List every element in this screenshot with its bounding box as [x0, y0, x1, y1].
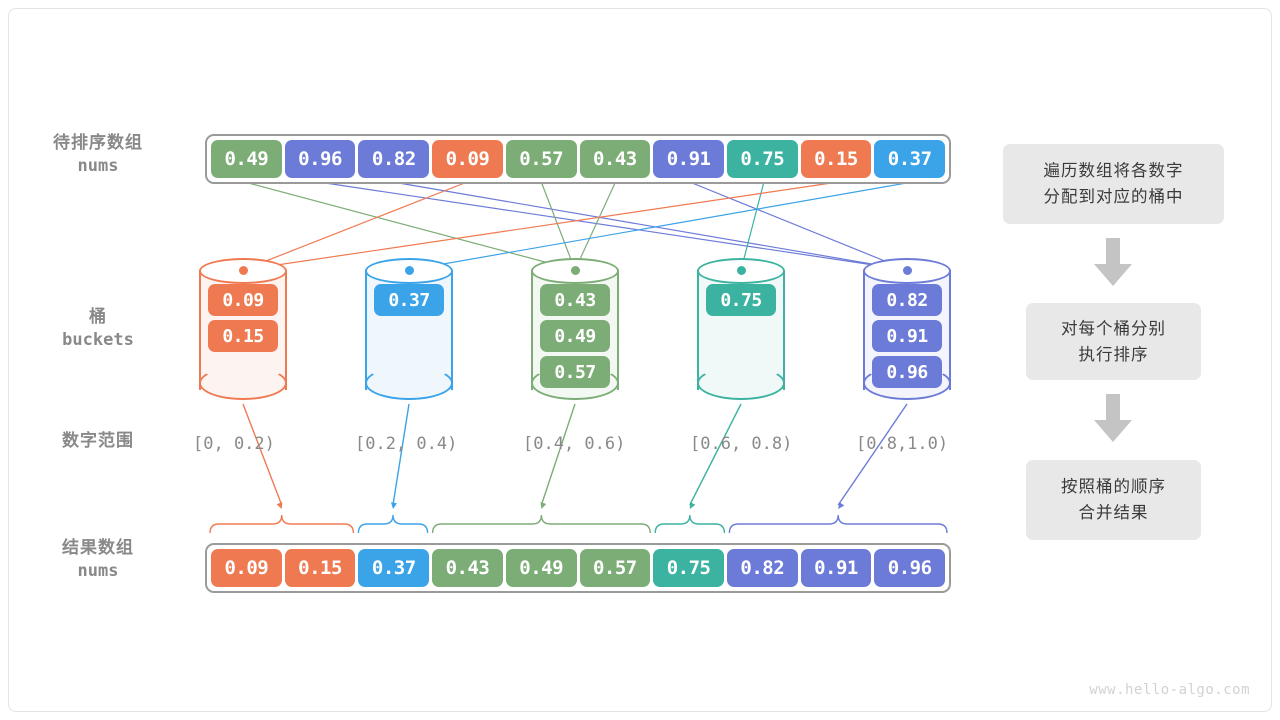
bucket-cell: 0.49 [540, 320, 610, 352]
label-source-array-en: nums [77, 155, 119, 176]
bucket-anchor-dot [570, 266, 580, 275]
label-source-array-cn: 待排序数组 [53, 133, 143, 153]
result-array-cell: 0.37 [358, 549, 430, 587]
flow-step-2-line2: 执行排序 [1078, 344, 1149, 364]
label-result-array-cn: 结果数组 [62, 538, 134, 558]
bucket-cell: 0.75 [706, 284, 776, 316]
bucket-anchor-dot [736, 266, 746, 275]
result-array-cell: 0.09 [211, 549, 282, 587]
bucket-cell: 0.15 [208, 320, 278, 352]
source-array-cell: 0.15 [800, 140, 872, 178]
result-array-cell: 0.57 [579, 549, 651, 587]
source-array-cell: 0.37 [874, 140, 946, 178]
source-array-cell: 0.43 [579, 140, 651, 178]
result-array-cell: 0.82 [726, 549, 798, 587]
bucket-anchor-dot [902, 266, 912, 275]
flow-step-1-line1: 遍历数组将各数字 [1043, 161, 1184, 181]
watermark: www.hello-algo.com [1089, 682, 1250, 698]
bucket-3: 0.75 [697, 258, 785, 403]
range-label-0: [0, 0.2) [193, 434, 275, 454]
label-result-array: 结果数组 nums [18, 537, 178, 583]
range-label-2: [0.4, 0.6) [523, 434, 626, 454]
result-array-cell: 0.49 [505, 549, 577, 587]
result-array-cell: 0.43 [432, 549, 503, 587]
source-array-cell: 0.91 [653, 140, 724, 178]
result-array-cell: 0.15 [284, 549, 356, 587]
label-number-range: 数字范围 [18, 430, 178, 453]
label-source-array: 待排序数组 nums [18, 132, 178, 178]
flow-arrow-2-icon [1092, 394, 1134, 446]
bucket-2: 0.43 0.49 0.57 [531, 258, 619, 403]
flow-step-3: 按照桶的顺序 合并结果 [1026, 460, 1201, 540]
source-array-cell: 0.57 [505, 140, 577, 178]
bucket-bottom [199, 366, 287, 400]
range-label-4: [0.8,1.0) [856, 434, 949, 454]
flow-arrow-1-icon [1092, 238, 1134, 290]
source-array-cell: 0.96 [284, 140, 356, 178]
flow-step-3-line2: 合并结果 [1078, 503, 1149, 522]
range-label-3: [0.6, 0.8) [690, 434, 793, 454]
bucket-items: 0.09 0.15 [205, 284, 281, 352]
bucket-cell: 0.57 [540, 356, 610, 388]
bucket-top [365, 258, 453, 284]
label-number-range-cn: 数字范围 [62, 431, 134, 451]
canvas-border [8, 8, 1272, 712]
label-buckets-en: buckets [62, 329, 134, 350]
source-array-cell: 0.75 [726, 140, 798, 178]
bucket-1: 0.37 [365, 258, 453, 403]
bucket-cell: 0.09 [208, 284, 278, 316]
bucket-items: 0.37 [371, 284, 447, 316]
label-buckets: 桶 buckets [18, 306, 178, 352]
label-result-array-en: nums [77, 560, 119, 581]
flow-step-3-line1: 按照桶的顺序 [1061, 477, 1166, 497]
bucket-cell: 0.96 [872, 356, 942, 388]
bucket-cell: 0.43 [540, 284, 610, 316]
bucket-4: 0.82 0.91 0.96 [863, 258, 951, 403]
bucket-bottom [697, 366, 785, 400]
bucket-items: 0.43 0.49 0.57 [537, 284, 613, 388]
flow-step-2-line1: 对每个桶分别 [1061, 318, 1166, 338]
bucket-cell: 0.91 [872, 320, 942, 352]
bucket-bottom [365, 366, 453, 400]
bucket-items: 0.82 0.91 0.96 [869, 284, 945, 388]
result-array-cell: 0.96 [874, 549, 946, 587]
source-array-cell: 0.09 [432, 140, 503, 178]
result-array-cell: 0.75 [653, 549, 724, 587]
bucket-anchor-dot [238, 266, 248, 275]
bucket-0: 0.09 0.15 [199, 258, 287, 403]
result-array-cell: 0.91 [800, 549, 872, 587]
source-array-cell: 0.49 [211, 140, 282, 178]
bucket-cell: 0.37 [374, 284, 444, 316]
flow-step-1: 遍历数组将各数字 分配到对应的桶中 [1003, 144, 1224, 224]
source-array-cell: 0.82 [358, 140, 430, 178]
flow-step-2: 对每个桶分别 执行排序 [1026, 303, 1201, 380]
label-buckets-cn: 桶 [89, 307, 107, 327]
bucket-items: 0.75 [703, 284, 779, 316]
range-label-1: [0.2, 0.4) [355, 434, 458, 454]
flow-step-1-line2: 分配到对应的桶中 [1043, 187, 1184, 206]
bucket-anchor-dot [404, 266, 414, 275]
bucket-cell: 0.82 [872, 284, 942, 316]
